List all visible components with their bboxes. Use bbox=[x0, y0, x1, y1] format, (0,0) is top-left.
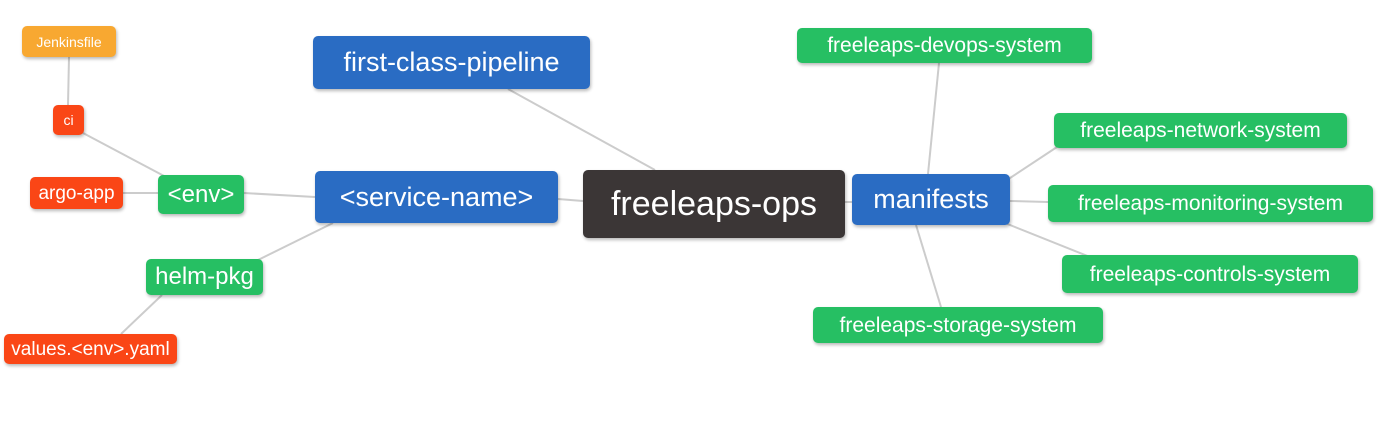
node-jenkinsfile[interactable]: Jenkinsfile bbox=[22, 26, 116, 57]
node-ci[interactable]: ci bbox=[53, 105, 84, 135]
edge-jenkinsfile-to-ci bbox=[67, 56, 70, 106]
node-monitoring-system[interactable]: freeleaps-monitoring-system bbox=[1048, 185, 1373, 222]
edge-manifests-to-controls-system bbox=[1004, 222, 1091, 258]
edge-manifests-to-monitoring-system bbox=[1009, 200, 1049, 203]
node-storage-system[interactable]: freeleaps-storage-system bbox=[813, 307, 1103, 343]
edge-service-name-to-helm-pkg bbox=[257, 222, 334, 261]
node-helm-pkg[interactable]: helm-pkg bbox=[146, 259, 263, 295]
node-network-system[interactable]: freeleaps-network-system bbox=[1054, 113, 1347, 148]
node-manifests[interactable]: manifests bbox=[852, 174, 1010, 225]
node-devops-system[interactable]: freeleaps-devops-system bbox=[797, 28, 1092, 63]
edge-devops-system-to-manifests bbox=[927, 62, 940, 175]
edge-service-name-to-freeleaps-ops bbox=[557, 198, 584, 202]
node-argo-app[interactable]: argo-app bbox=[30, 177, 123, 209]
edge-first-class-pipeline-to-freeleaps-ops bbox=[507, 88, 656, 171]
node-freeleaps-ops[interactable]: freeleaps-ops bbox=[583, 170, 845, 238]
edge-manifests-to-network-system bbox=[1006, 146, 1058, 181]
node-first-class-pipeline[interactable]: first-class-pipeline bbox=[313, 36, 590, 89]
edge-env-to-service-name bbox=[243, 192, 316, 198]
edge-ci-to-env bbox=[82, 132, 167, 178]
node-values-env-yaml[interactable]: values.<env>.yaml bbox=[4, 334, 177, 364]
node-env[interactable]: <env> bbox=[158, 175, 244, 214]
node-controls-system[interactable]: freeleaps-controls-system bbox=[1062, 255, 1358, 293]
edge-helm-pkg-to-values-env-yaml bbox=[120, 294, 163, 335]
node-service-name[interactable]: <service-name> bbox=[315, 171, 558, 223]
edge-manifests-to-storage-system bbox=[915, 224, 942, 308]
